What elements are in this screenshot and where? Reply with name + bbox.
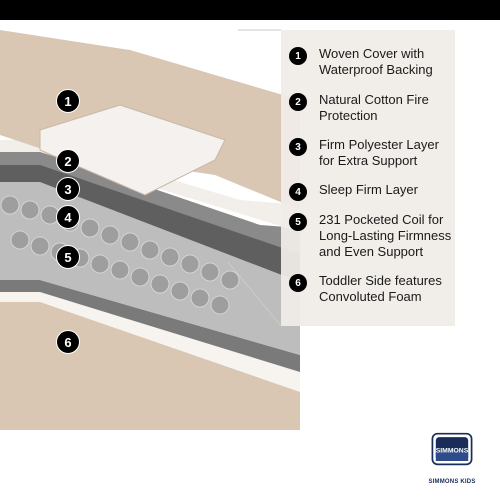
layer-bottom-white	[0, 290, 300, 392]
diagram-badge-4: 4	[56, 205, 80, 229]
diagram-badge-3: 3	[56, 177, 80, 201]
legend-text-2: Natural Cotton Fire Protection	[319, 92, 429, 123]
legend-item-3: 3 Firm Polyester Layer for Extra Support	[289, 137, 489, 169]
legend-connector-lines	[227, 29, 282, 327]
layer-polyester	[0, 150, 300, 254]
legend-item-6: 6 Toddler Side features Convoluted Foam	[289, 273, 489, 305]
layer-cotton	[0, 140, 300, 232]
logo-crest: SIMMONS	[431, 432, 473, 466]
legend-text-5: 231 Pocketed Coil for Long-Lasting Firmn…	[319, 212, 452, 259]
legend-badge-4: 4	[289, 183, 307, 201]
legend-text-3: Firm Polyester Layer for Extra Support	[319, 137, 439, 168]
logo-subtext: SIMMONS KIDS	[428, 479, 476, 485]
layer-bottom-gray	[0, 280, 300, 372]
simmons-kids-logo: SIMMONS SIMMONS KIDS	[424, 432, 480, 486]
legend-item-1: 1 Woven Cover with Waterproof Backing	[289, 46, 489, 78]
diagram-badge-1: 1	[56, 89, 80, 113]
legend-badge-5: 5	[289, 213, 307, 231]
legend-item-5: 5 231 Pocketed Coil for Long-Lasting Fir…	[289, 212, 489, 260]
legend-badge-2: 2	[289, 93, 307, 111]
legend-text-1: Woven Cover with Waterproof Backing	[319, 46, 433, 77]
legend-text-4: Sleep Firm Layer	[319, 182, 418, 197]
legend-badge-6: 6	[289, 274, 307, 292]
diagram-badge-5: 5	[56, 245, 80, 269]
legend-item-2: 2 Natural Cotton Fire Protection	[289, 92, 489, 124]
layer-cover-window	[39, 104, 226, 196]
legend-item-4: 4 Sleep Firm Layer	[289, 182, 489, 201]
legend-badge-3: 3	[289, 138, 307, 156]
legend-badge-1: 1	[289, 47, 307, 65]
logo-word: SIMMONS	[436, 447, 469, 454]
diagram-badge-2: 2	[56, 149, 80, 173]
legend-panel	[281, 30, 455, 326]
top-band	[0, 0, 500, 20]
legend-text-6: Toddler Side features Convoluted Foam	[319, 273, 442, 304]
diagram-badge-6: 6	[56, 330, 80, 354]
